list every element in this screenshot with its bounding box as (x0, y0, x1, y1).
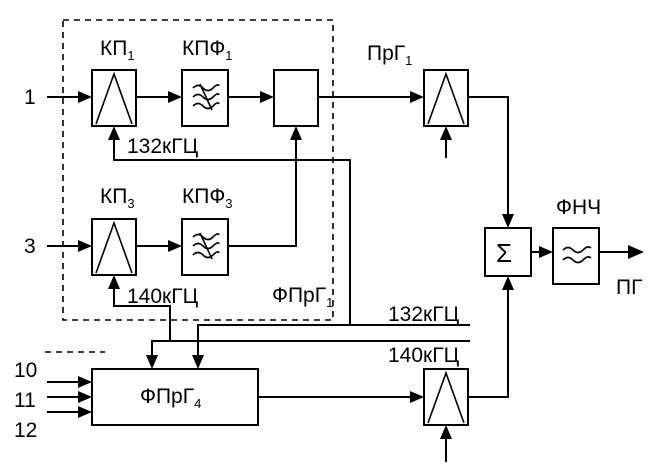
fnch-lowpass-filter (552, 227, 600, 285)
f140-outer-label: 140кГЦ (388, 344, 460, 367)
kp3-label: КП3 (100, 185, 135, 211)
kpf1-label: КПФ1 (182, 37, 233, 63)
fprg1-boundary (62, 19, 334, 321)
input-1-label: 1 (24, 86, 36, 109)
input-3-label: 3 (24, 235, 36, 258)
kpf3-label: КПФ3 (182, 185, 233, 211)
f132-inner-label: 132кГЦ (127, 135, 199, 158)
prg1-label: ПрГ1 (367, 42, 412, 68)
f132-outer-label: 132кГЦ (388, 303, 460, 326)
fprg4-label: ФПрГ4 (140, 385, 201, 411)
input-10-label: 10 (14, 359, 37, 382)
prg1-modulator (423, 69, 469, 127)
kp3-modulator (91, 218, 137, 276)
kpf1-bandpass-filter (181, 69, 229, 127)
kp1-label: КП1 (100, 37, 135, 63)
output-label: ПГ (616, 276, 642, 299)
prg4-modulator (423, 368, 469, 426)
fprg1-label: ФПрГ1 (272, 284, 333, 310)
kpf3-bandpass-filter (181, 218, 229, 276)
combiner-block (273, 69, 319, 127)
input-11-label: 11 (14, 389, 36, 412)
summator: Σ (484, 227, 532, 277)
f140-inner-label: 140кГЦ (127, 285, 199, 308)
sum-symbol: Σ (496, 238, 512, 268)
fnch-label: ФНЧ (556, 196, 601, 219)
kp1-modulator (91, 69, 137, 127)
input-12-label: 12 (14, 419, 37, 442)
